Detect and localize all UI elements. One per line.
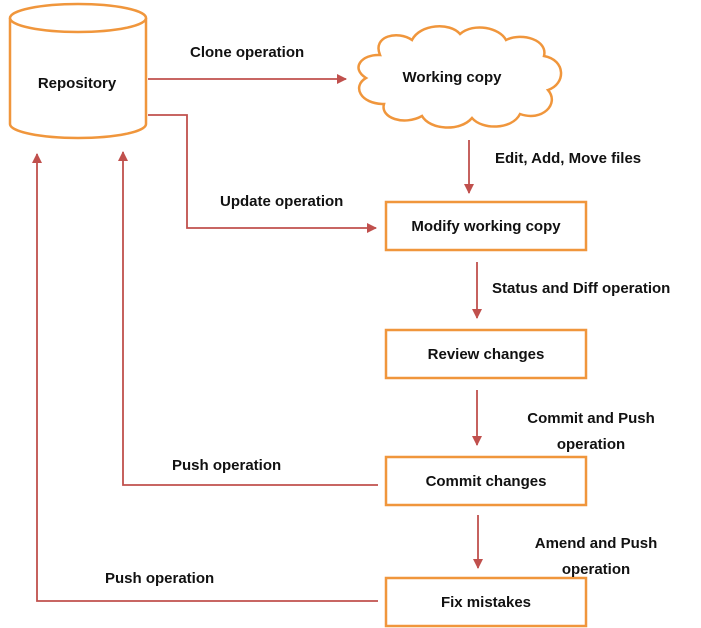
repository-label: Repository <box>38 75 117 92</box>
amend-push-label-line2: operation <box>562 561 630 578</box>
commit-changes-node: Commit changes <box>384 455 588 507</box>
push-operation-label-fix: Push operation <box>105 570 214 587</box>
modify-working-copy-label: Modify working copy <box>411 218 561 235</box>
edit-add-move-label: Edit, Add, Move files <box>495 150 641 167</box>
amend-push-label-line1: Amend and Push <box>535 535 658 552</box>
fix-mistakes-label: Fix mistakes <box>441 594 531 611</box>
fix-mistakes-node: Fix mistakes <box>384 576 588 628</box>
review-changes-label: Review changes <box>428 346 545 363</box>
commit-push-label-line2: operation <box>557 436 625 453</box>
commit-changes-label: Commit changes <box>426 473 547 490</box>
modify-working-copy-node: Modify working copy <box>384 200 588 252</box>
clone-operation-label: Clone operation <box>190 44 304 61</box>
update-operation-label: Update operation <box>220 193 343 210</box>
update-arrow <box>148 114 377 233</box>
push-operation-label-commit: Push operation <box>172 457 281 474</box>
review-changes-node: Review changes <box>384 328 588 380</box>
repository-node: Repository <box>8 2 148 140</box>
commit-push-label-line1: Commit and Push <box>527 410 655 427</box>
push-arrow-fix <box>32 153 378 602</box>
push-arrow-commit <box>118 151 378 486</box>
working-copy-label: Working copy <box>403 69 503 86</box>
working-copy-node: Working copy <box>357 25 563 129</box>
status-diff-label: Status and Diff operation <box>492 280 670 297</box>
